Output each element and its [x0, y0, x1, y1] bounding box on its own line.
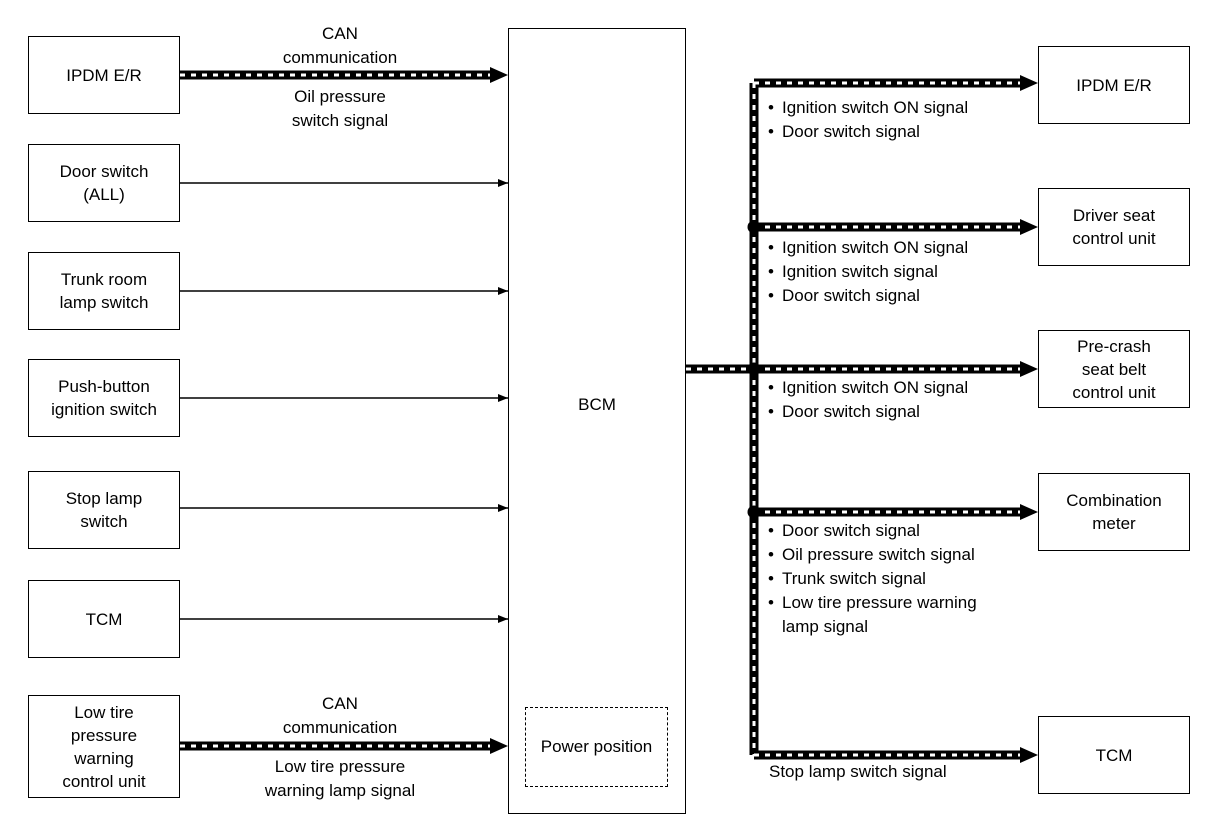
output-box-ipdm: IPDM E/R: [1038, 46, 1190, 124]
combination-meter-signal-list: Door switch signal Oil pressure switch s…: [766, 519, 977, 639]
input-box-ipdm: IPDM E/R: [28, 36, 180, 114]
signal-item: Ignition switch ON signal: [766, 96, 968, 120]
low-tire-signal-label: Low tire pressure warning lamp signal: [264, 757, 416, 800]
signal-item: Trunk switch signal: [766, 567, 977, 591]
signal-item: Ignition switch signal: [766, 260, 968, 284]
driver-seat-signal-list: Ignition switch ON signal Ignition switc…: [766, 236, 968, 308]
bcm-label: BCM: [578, 394, 616, 414]
signal-item: Door switch signal: [766, 400, 968, 424]
can-link-low-tire-input: [180, 738, 508, 754]
junction-dot: [747, 505, 761, 519]
bcm-box: BCM: [508, 28, 686, 814]
ipdm-signal-label: Oil pressure switch signal: [291, 87, 389, 130]
can-link-ipdm-input: [180, 67, 508, 83]
output-box-pre-crash: Pre-crash seat belt control unit: [1038, 330, 1190, 408]
power-position-box: Power position: [525, 707, 668, 787]
pre-crash-signal-list: Ignition switch ON signal Door switch si…: [766, 376, 968, 424]
ipdm-signal-list: Ignition switch ON signal Door switch si…: [766, 96, 968, 144]
output-box-driver-seat: Driver seat control unit: [1038, 188, 1190, 266]
signal-item: Oil pressure switch signal: [766, 543, 977, 567]
input-box-tcm: TCM: [28, 580, 180, 658]
ipdm-can-label: CAN communication: [282, 24, 398, 67]
input-box-door-switch: Door switch (ALL): [28, 144, 180, 222]
input-box-stop-lamp: Stop lamp switch: [28, 471, 180, 549]
input-box-trunk-switch: Trunk room lamp switch: [28, 252, 180, 330]
junction-dot: [747, 362, 761, 376]
input-box-push-button: Push-button ignition switch: [28, 359, 180, 437]
signal-item: Ignition switch ON signal: [766, 236, 968, 260]
output-box-tcm: TCM: [1038, 716, 1190, 794]
can-bus-output: [686, 75, 1038, 763]
signal-item: Low tire pressure warning lamp signal: [766, 591, 977, 639]
input-box-low-tire: Low tire pressure warning control unit: [28, 695, 180, 798]
low-tire-can-label: CAN communication: [282, 694, 398, 737]
tcm-output-signal-label: Stop lamp switch signal: [769, 762, 947, 781]
signal-item: Door switch signal: [766, 284, 968, 308]
output-box-combination-meter: Combination meter: [1038, 473, 1190, 551]
junction-dot: [747, 220, 761, 234]
signal-item: Ignition switch ON signal: [766, 376, 968, 400]
signal-item: Door switch signal: [766, 120, 968, 144]
signal-item: Door switch signal: [766, 519, 977, 543]
